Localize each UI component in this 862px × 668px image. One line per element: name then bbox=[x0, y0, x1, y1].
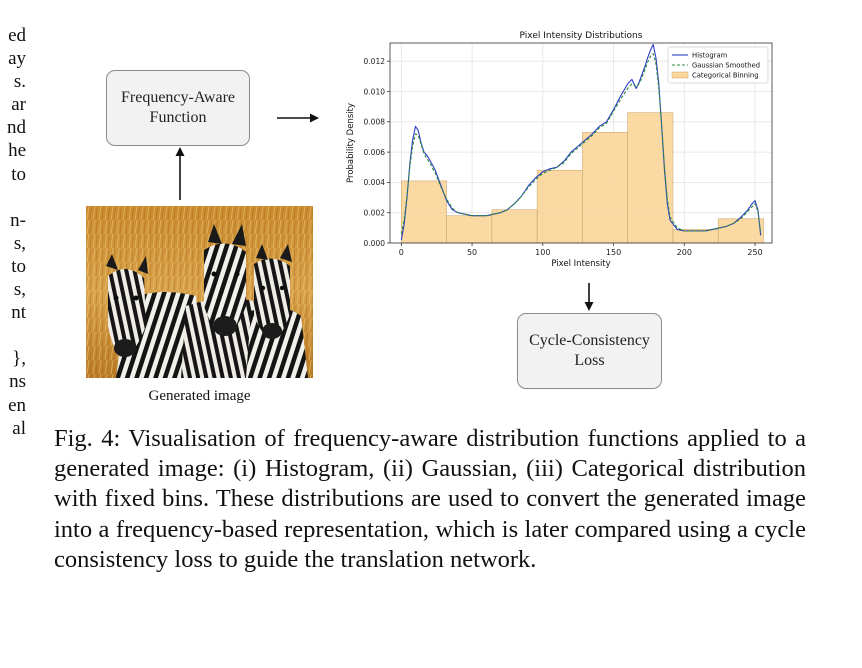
figure-caption: Fig. 4: Visualisation of frequency-aware… bbox=[54, 424, 806, 575]
x-tick-label: 200 bbox=[677, 248, 692, 257]
generated-image bbox=[86, 206, 313, 378]
y-tick-label: 0.010 bbox=[364, 87, 386, 96]
category-bin-bar bbox=[446, 215, 493, 244]
left-column-fragment: nd bbox=[7, 117, 26, 139]
left-column-fragment: s, bbox=[13, 232, 26, 254]
frequency-aware-line-1: Frequency-Aware bbox=[120, 89, 236, 106]
arrow-right-icon bbox=[277, 113, 319, 123]
left-column-fragment bbox=[0, 324, 26, 347]
gaussian-series-line bbox=[400, 53, 762, 235]
y-tick-label: 0.006 bbox=[364, 148, 386, 157]
y-tick-label: 0.004 bbox=[364, 178, 386, 187]
cycle-consistency-line-2: Loss bbox=[574, 352, 605, 369]
category-bin-bar bbox=[582, 132, 628, 244]
plot-frame bbox=[389, 42, 773, 244]
left-column-fragment: n- bbox=[10, 209, 26, 231]
frequency-aware-function-box: Frequency-Aware Function bbox=[106, 70, 250, 146]
cycle-consistency-loss-box: Cycle-Consistency Loss bbox=[517, 313, 662, 389]
left-column-fragment: ns bbox=[9, 371, 26, 393]
pixel-intensity-chart: 0 50 100 150 200 250 0.000 0.002 0.004 0.006 0.008… bbox=[346, 31, 773, 269]
category-bin-bar bbox=[536, 169, 583, 244]
cycle-consistency-line-1: Cycle-Consistency bbox=[529, 332, 650, 349]
y-axis-label: Probability Density bbox=[346, 103, 356, 183]
y-tick-label: 0.012 bbox=[364, 57, 386, 66]
figure-caption-text: Visualisation of frequency-aware distrib… bbox=[54, 425, 806, 573]
left-column-fragment: s. bbox=[13, 71, 26, 93]
x-tick-label: 50 bbox=[467, 248, 477, 257]
legend-box bbox=[667, 46, 769, 84]
y-tick-label: 0.000 bbox=[364, 239, 386, 248]
x-tick-label: 250 bbox=[747, 248, 762, 257]
arrow-up-icon bbox=[175, 147, 185, 200]
left-column-fragment: ay bbox=[8, 48, 26, 70]
arrow-down-icon bbox=[584, 283, 594, 311]
legend-label: Gaussian Smoothed bbox=[692, 62, 760, 70]
category-bin-bar bbox=[401, 180, 447, 244]
left-column-fragment: ed bbox=[8, 25, 26, 46]
y-tick-label: 0.008 bbox=[364, 118, 386, 127]
x-axis-label: Pixel Intensity bbox=[551, 259, 610, 269]
left-column-fragment: al bbox=[12, 417, 26, 439]
category-bin-bar bbox=[627, 112, 674, 244]
figure-label: Fig. 4: bbox=[54, 425, 121, 452]
left-column-fragment: nt bbox=[11, 302, 26, 324]
left-column-fragment: }, bbox=[12, 348, 26, 370]
x-tick-label: 150 bbox=[606, 248, 621, 257]
left-column-fragment bbox=[0, 186, 26, 209]
left-column-fragment: en bbox=[8, 394, 26, 416]
left-column-fragment: to bbox=[11, 255, 26, 277]
x-tick-label: 100 bbox=[535, 248, 550, 257]
generated-image-label: Generated image bbox=[148, 388, 251, 404]
category-bin-bar bbox=[491, 209, 538, 244]
left-column-fragment: he bbox=[8, 140, 26, 162]
left-column-fragment: s, bbox=[13, 279, 26, 301]
category-bin-bar bbox=[717, 218, 764, 244]
frequency-aware-line-2: Function bbox=[149, 109, 207, 126]
left-column-fragment: ar bbox=[11, 94, 26, 116]
legend-swatch-bar bbox=[671, 71, 689, 79]
chart-title: Pixel Intensity Distributions bbox=[520, 31, 643, 41]
legend-label: Histogram bbox=[692, 52, 728, 60]
left-column-fragment: to bbox=[11, 163, 26, 185]
x-tick-label: 0 bbox=[399, 248, 404, 257]
legend-label: Categorical Binning bbox=[692, 72, 759, 80]
y-tick-label: 0.002 bbox=[364, 208, 386, 217]
